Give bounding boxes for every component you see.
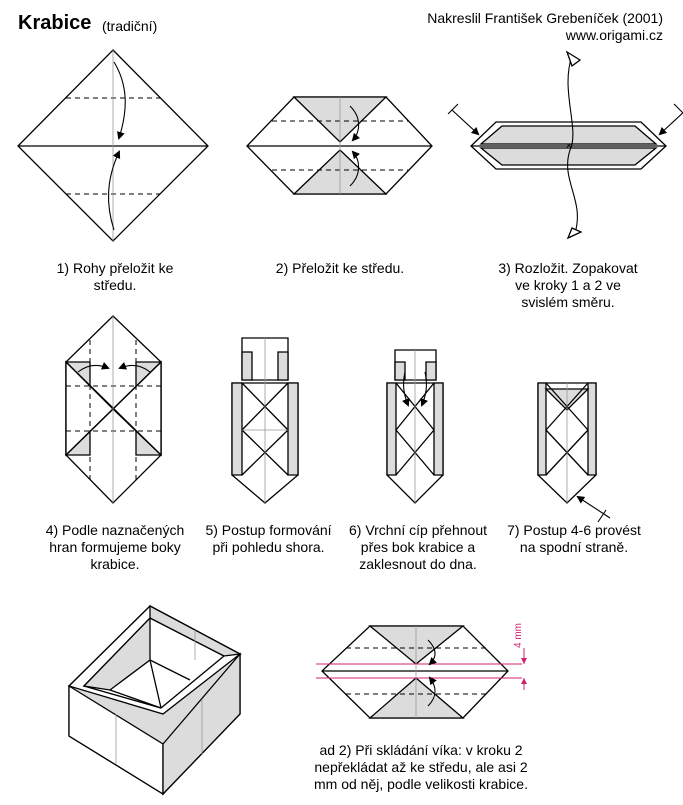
step-2-caption: 2) Přeložit ke středu. — [255, 260, 425, 277]
fold-arrow — [349, 150, 360, 187]
step-7-caption: 7) Postup 4-6 provést na spodní straně. — [494, 522, 654, 556]
caption-line: 5) Postup formování — [205, 522, 332, 538]
fold-arrow — [427, 639, 438, 666]
fold-arrow — [77, 362, 110, 373]
caption-line: ve kroky 1 a 2 ve — [515, 277, 621, 293]
caption-line: na spodní straně. — [519, 539, 629, 555]
dimension-label: 4 mm — [513, 623, 524, 648]
author-credit: Nakreslil František Grebeníček (2001) ww… — [427, 10, 663, 44]
step-5-figure — [231, 337, 299, 504]
fold-arrow — [108, 150, 121, 231]
caption-line: přes bok krabice a — [360, 539, 476, 555]
step-3-figure: × — [447, 50, 683, 240]
step-6-figure — [386, 349, 444, 504]
caption-line: 4) Podle naznačených — [45, 522, 185, 538]
lid-note-caption: ad 2) Při skládání víka: v kroku 2 nepře… — [296, 742, 546, 793]
svg-text:×: × — [566, 141, 572, 152]
caption-line: při pohledu shora. — [212, 539, 325, 555]
caption-line: svislém směru. — [521, 294, 615, 310]
caption-line: 6) Vrchní cíp přehnout — [348, 522, 487, 538]
fold-arrow — [420, 371, 428, 407]
finished-box-figure — [67, 604, 243, 796]
caption-line: ad 2) Při skládání víka: v kroku 2 — [319, 742, 523, 758]
caption-line: krabice. — [90, 556, 140, 572]
step-2-figure — [246, 96, 433, 195]
fold-arrow — [349, 105, 360, 142]
step-6-caption: 6) Vrchní cíp přehnout přes bok krabice … — [338, 522, 498, 573]
step-1-caption: 1) Rohy přeložit ke středu. — [30, 260, 200, 294]
caption-line: zaklesnout do dna. — [359, 556, 477, 572]
step-3-caption: 3) Rozložit. Zopakovat ve kroky 1 a 2 ve… — [478, 260, 658, 311]
fold-arrow — [402, 371, 410, 407]
step-7-figure — [537, 382, 611, 523]
caption-line: středu. — [93, 277, 137, 293]
caption-line: nepřekládat až ke středu, ale asi 2 — [314, 759, 528, 775]
step-1-figure — [17, 49, 209, 242]
caption-line: 1) Rohy přeložit ke — [56, 260, 174, 276]
caption-line: mm od něj, podle velikosti krabice. — [314, 776, 528, 792]
caption-line: hran formujeme boky — [49, 539, 181, 555]
step-5-caption: 5) Postup formování při pohledu shora. — [196, 522, 341, 556]
fold-arrow — [427, 676, 437, 707]
step-4-caption: 4) Podle naznačených hran formujeme boky… — [30, 522, 200, 573]
fold-arrow — [118, 362, 151, 373]
caption-line: 2) Přeložit ke středu. — [275, 260, 405, 276]
caption-line: 7) Postup 4-6 provést — [507, 522, 641, 538]
diagram-subtitle: (tradiční) — [102, 18, 158, 34]
step-4-figure — [65, 315, 162, 504]
author-website: www.origami.cz — [565, 27, 663, 43]
diagram-title: Krabice — [18, 12, 92, 34]
lid-variant-figure: 4 mm — [316, 623, 527, 719]
fold-arrow — [113, 61, 126, 140]
caption-line: 3) Rozložit. Zopakovat — [498, 260, 638, 276]
unfold-arrow — [567, 55, 578, 234]
author-name: Nakreslil František Grebeníček (2001) — [427, 10, 663, 26]
